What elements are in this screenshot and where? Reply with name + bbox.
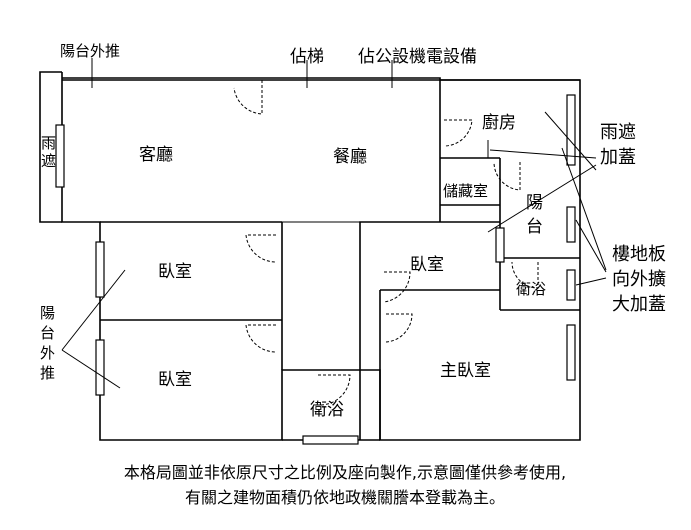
label-facilities: 佔公設機電設備 bbox=[358, 47, 477, 67]
callout-balcony-left-2: 台 bbox=[40, 324, 55, 342]
callout-floor-slab-2: 向外擴 bbox=[612, 269, 666, 290]
room-dining: 餐廳 bbox=[333, 147, 367, 167]
callout-balcony-left-4: 推 bbox=[40, 364, 55, 382]
disclaimer-line-2: 有關之建物面積仍依地政機關謄本登載為主。 bbox=[185, 488, 505, 507]
windows bbox=[55, 94, 576, 445]
room-balcony-right-2: 台 bbox=[526, 217, 543, 237]
label-stairs: 佔梯 bbox=[290, 47, 324, 67]
room-bedroom-center: 臥室 bbox=[410, 255, 444, 275]
top-label-ticks bbox=[91, 58, 393, 88]
room-kitchen: 廚房 bbox=[482, 112, 516, 133]
room-storage: 儲藏室 bbox=[443, 182, 488, 200]
callout-rain-cover-1: 雨遮 bbox=[600, 122, 636, 143]
label-rain-cover-left-2: 遮 bbox=[41, 152, 56, 170]
callout-balcony-left-1: 陽 bbox=[40, 304, 55, 322]
room-bath-right: 衛浴 bbox=[516, 280, 546, 298]
callout-floor-slab-3: 大加蓋 bbox=[612, 294, 666, 315]
disclaimer-line-1: 本格局圖並非依原尺寸之比例及座向製作,示意圖僅供參考使用, bbox=[124, 463, 566, 482]
room-master-bedroom: 主臥室 bbox=[440, 361, 491, 381]
doors bbox=[233, 80, 539, 406]
label-balcony-out: 陽台外推 bbox=[60, 42, 120, 60]
label-rain-cover-left-1: 雨 bbox=[41, 134, 56, 152]
room-bedroom-left-top: 臥室 bbox=[158, 262, 192, 282]
room-bath-bottom: 衛浴 bbox=[310, 400, 344, 420]
room-living: 客廳 bbox=[139, 145, 173, 165]
room-balcony-right-1: 陽 bbox=[526, 193, 543, 213]
callout-floor-slab-1: 樓地板 bbox=[612, 244, 666, 265]
room-bedroom-left-bottom: 臥室 bbox=[158, 370, 192, 390]
callout-pointers bbox=[61, 111, 607, 389]
callout-balcony-left-3: 外 bbox=[40, 344, 55, 362]
callout-rain-cover-2: 加蓋 bbox=[600, 147, 636, 168]
